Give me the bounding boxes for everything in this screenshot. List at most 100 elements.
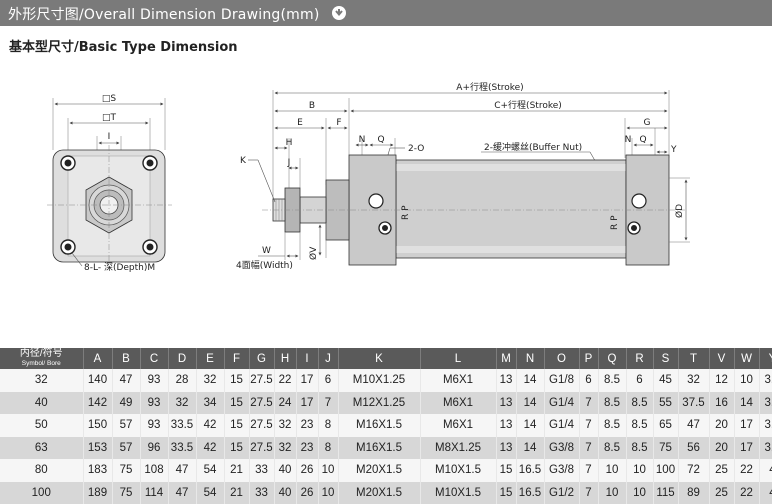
table-cell: 3.5 (759, 414, 772, 437)
dim-label-a-stroke: A+行程(Stroke) (456, 81, 523, 93)
table-cell: 93 (140, 392, 168, 415)
table-cell: 8 (318, 437, 338, 460)
table-cell: 27.5 (249, 392, 274, 415)
table-cell: 6 (579, 369, 598, 392)
table-cell: 108 (140, 459, 168, 482)
table-cell: 32 (274, 414, 296, 437)
mount-hole (61, 240, 75, 254)
table-cell: 140 (83, 369, 112, 392)
table-cell: 7 (579, 437, 598, 460)
table-header-cell: B (112, 348, 140, 369)
table-header-cell: M (496, 348, 516, 369)
table-cell: G1/2 (544, 482, 579, 504)
table-cell: 8.5 (626, 437, 653, 460)
table-cell: 10 (734, 369, 759, 392)
table-cell: 33.5 (168, 414, 196, 437)
table-cell: 8.5 (598, 437, 626, 460)
table-cell: 93 (140, 369, 168, 392)
table-cell: 6 (318, 369, 338, 392)
table-cell: 22 (274, 369, 296, 392)
table-cell: 183 (83, 459, 112, 482)
scroll-down-icon[interactable] (331, 5, 347, 21)
table-cell: 17 (296, 369, 318, 392)
table-cell: 150 (83, 414, 112, 437)
table-cell: 25 (709, 459, 734, 482)
table-header-cell: Y (759, 348, 772, 369)
dim-label-h: H (286, 138, 293, 148)
table-cell: 14 (516, 369, 544, 392)
table-header-cell: N (516, 348, 544, 369)
table-cell: 20 (709, 414, 734, 437)
table-cell: 16.5 (516, 482, 544, 504)
table-header-cell: J (318, 348, 338, 369)
mount-hole (61, 156, 75, 170)
table-cell: 47 (168, 459, 196, 482)
table-cell: M16X1.5 (338, 437, 420, 460)
dim-label-n-right: N (625, 135, 632, 145)
table-cell-bore: 50 (0, 414, 83, 437)
table-cell: 10 (626, 459, 653, 482)
table-cell: 8.5 (598, 414, 626, 437)
table-cell: 4 (759, 459, 772, 482)
dim-label-k: K (240, 156, 247, 166)
table-cell: 8.5 (598, 369, 626, 392)
dim-label-t: □T (102, 113, 117, 123)
dim-label-y: Y (670, 145, 677, 155)
table-cell: M12X1.25 (338, 392, 420, 415)
table-cell: 3.5 (759, 369, 772, 392)
table-cell: 72 (678, 459, 709, 482)
table-cell: 33 (249, 459, 274, 482)
table-cell: 15 (224, 437, 249, 460)
page-header: 外形尺寸图/Overall Dimension Drawing(mm) (0, 0, 772, 26)
air-port (369, 194, 383, 208)
dim-label-g: G (644, 118, 651, 128)
table-cell: 15 (224, 414, 249, 437)
table-cell: 16.5 (516, 459, 544, 482)
section-title: 基本型尺寸/Basic Type Dimension (9, 36, 238, 55)
table-cell: 23 (296, 414, 318, 437)
table-cell: 40 (274, 482, 296, 504)
table-cell: 13 (496, 392, 516, 415)
table-cell: 15 (496, 482, 516, 504)
table-header-cell: E (196, 348, 224, 369)
width-label: 4面幅(Width) (236, 259, 293, 271)
table-cell: M20X1.5 (338, 459, 420, 482)
table-cell: 26 (296, 482, 318, 504)
table-cell: 13 (496, 414, 516, 437)
dimension-table: 内径/符号 Symbol/ Bore A B C D E F G H I J K… (0, 348, 772, 504)
table-cell: 10 (598, 482, 626, 504)
table-cell: 33.5 (168, 437, 196, 460)
buffer-screw (628, 222, 640, 234)
table-cell: 89 (678, 482, 709, 504)
table-cell: 21 (224, 482, 249, 504)
table-header-row: 内径/符号 Symbol/ Bore A B C D E F G H I J K… (0, 348, 772, 369)
table-header-cell: D (168, 348, 196, 369)
table-header-cell: I (296, 348, 318, 369)
dim-label-e: E (297, 118, 303, 128)
table-cell: G1/8 (544, 369, 579, 392)
table-cell-bore: 32 (0, 369, 83, 392)
dim-label-q-right: Q (639, 135, 646, 145)
table-cell: M16X1.5 (338, 414, 420, 437)
table-cell: G1/4 (544, 414, 579, 437)
table-cell: 27.5 (249, 437, 274, 460)
table-cell: 153 (83, 437, 112, 460)
dim-label-q: Q (377, 135, 384, 145)
table-header-cell: V (709, 348, 734, 369)
table-cell: 27.5 (249, 414, 274, 437)
rp-label-left: R P (401, 205, 411, 220)
mount-hole (143, 240, 157, 254)
table-cell: 32 (678, 369, 709, 392)
table-cell: 25 (709, 482, 734, 504)
dim-label-j: J (287, 158, 291, 168)
dim-label-s: □S (102, 94, 117, 104)
table-cell: 32 (168, 392, 196, 415)
mount-hole-label: 8-L- 深(Depth)M (84, 262, 155, 273)
table-cell: 10 (318, 482, 338, 504)
table-cell: 6 (626, 369, 653, 392)
table-cell: 20 (709, 437, 734, 460)
